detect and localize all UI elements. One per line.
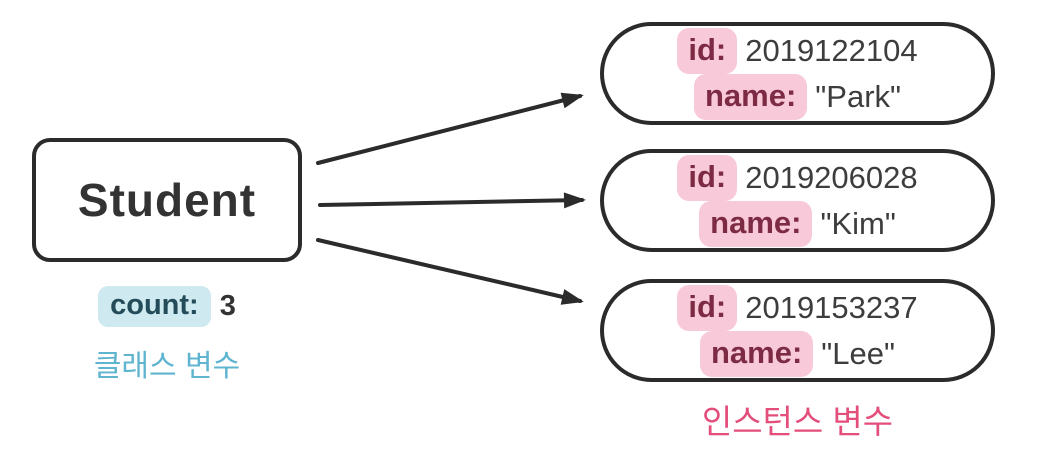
instance-field-name: name: "Kim" [699, 200, 896, 247]
instance-box-park: id: 2019122104 name: "Park" [600, 22, 995, 125]
instance-field-id: id: 2019122104 [677, 27, 918, 74]
field-value: 2019153237 [745, 289, 918, 325]
field-key-highlight: id: [677, 154, 738, 201]
field-key-highlight: id: [677, 27, 738, 74]
arrow-to-instance-1 [316, 92, 584, 165]
field-key-highlight: name: [693, 73, 808, 120]
field-value: "Kim" [820, 205, 896, 241]
field-key-highlight: name: [699, 330, 814, 377]
class-variable-key-highlight: count: [98, 286, 211, 327]
field-value: "Lee" [821, 335, 896, 371]
field-value: "Park" [815, 78, 902, 114]
class-variable-value: 3 [219, 290, 236, 322]
instance-box-lee: id: 2019153237 name: "Lee" [600, 279, 995, 382]
class-variable-caption: 클래스 변수 [93, 350, 241, 383]
instance-field-id: id: 2019153237 [677, 284, 918, 331]
class-box: Student [32, 138, 302, 262]
instance-field-name: name: "Park" [693, 73, 902, 120]
instance-field-name: name: "Lee" [699, 330, 896, 377]
field-value: 2019122104 [745, 32, 918, 68]
instance-box-kim: id: 2019206028 name: "Kim" [600, 149, 995, 252]
field-key-highlight: id: [677, 284, 738, 331]
instance-field-id: id: 2019206028 [677, 154, 918, 201]
class-variable-row: count: 3 [32, 286, 302, 327]
class-name-label: Student [77, 174, 257, 226]
instance-variable-caption: 인스턴스 변수 [701, 403, 894, 440]
field-key-highlight: name: [699, 200, 813, 247]
arrow-to-instance-3 [316, 238, 584, 305]
field-value: 2019206028 [745, 159, 918, 195]
arrow-to-instance-2 [318, 192, 586, 209]
